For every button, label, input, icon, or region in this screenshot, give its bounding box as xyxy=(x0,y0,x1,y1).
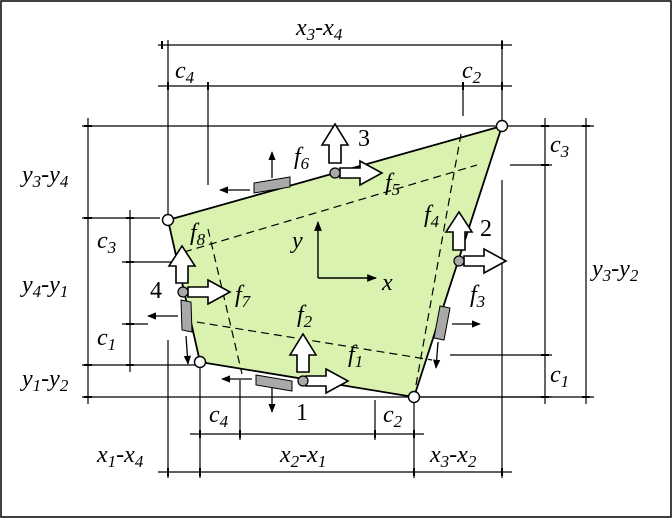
mid-nodes xyxy=(177,167,465,387)
label-x2-x1: x2-x1 xyxy=(279,442,326,471)
label-c2-top: c2 xyxy=(462,58,482,87)
label-c3-right: c3 xyxy=(550,132,569,161)
label-f5: f5 xyxy=(385,170,400,199)
mid-node-1 xyxy=(297,375,309,387)
label-f8: f8 xyxy=(190,220,206,249)
label-y1-y2: y1-y2 xyxy=(20,366,69,395)
force-arrows xyxy=(167,122,508,395)
side-number-3: 3 xyxy=(358,126,370,152)
label-f3: f3 xyxy=(470,282,485,311)
label-y3-y4: y3-y4 xyxy=(20,162,69,191)
element-quadrilateral xyxy=(166,124,504,399)
label-y3-y2: y3-y2 xyxy=(590,256,639,285)
label-c4-bottom: c4 xyxy=(209,402,229,431)
support-blocks xyxy=(147,151,481,413)
label-c4-top: c4 xyxy=(175,58,195,87)
arrow-f1 xyxy=(305,367,350,395)
label-c2-bottom: c2 xyxy=(383,402,403,431)
local-axes xyxy=(314,221,377,282)
label-f7: f7 xyxy=(235,282,252,311)
arrow-f2 xyxy=(288,332,318,373)
side-number-1: 1 xyxy=(296,400,308,426)
side-number-4: 4 xyxy=(150,278,162,304)
label-y4-y1: y4-y1 xyxy=(20,272,68,301)
label-f6: f6 xyxy=(294,144,310,173)
corner-nodes xyxy=(161,119,509,404)
dashed-lines xyxy=(183,133,478,386)
axis-label-y: y xyxy=(290,228,303,254)
label-c1-left: c1 xyxy=(97,325,116,354)
arrow-f3 xyxy=(463,247,508,275)
label-x1-x4: x1-x4 xyxy=(96,442,144,471)
label-f4: f4 xyxy=(424,202,440,231)
label-f1: f1 xyxy=(348,342,363,371)
mid-node-3 xyxy=(329,167,341,179)
arrow-f5 xyxy=(339,159,384,187)
corner-node-2 xyxy=(407,390,421,404)
label-x3-x4: x3-x4 xyxy=(295,15,343,44)
arrow-f4 xyxy=(444,210,474,251)
mid-node-2 xyxy=(453,255,465,267)
label-f2: f2 xyxy=(297,302,313,331)
arrow-f6 xyxy=(320,122,350,164)
side-number-2: 2 xyxy=(480,216,492,242)
arrow-f7 xyxy=(187,278,232,306)
label-x3-x2: x3-x2 xyxy=(429,442,477,471)
axis-label-x: x xyxy=(381,270,393,296)
label-c3-left: c3 xyxy=(97,228,116,257)
corner-node-1 xyxy=(193,355,207,369)
mid-node-4 xyxy=(177,286,189,298)
arrow-f8 xyxy=(167,244,197,284)
corner-node-3 xyxy=(495,119,509,133)
corner-node-4 xyxy=(161,213,175,227)
dimension-lines xyxy=(82,40,594,478)
label-c1-right: c1 xyxy=(550,362,569,391)
